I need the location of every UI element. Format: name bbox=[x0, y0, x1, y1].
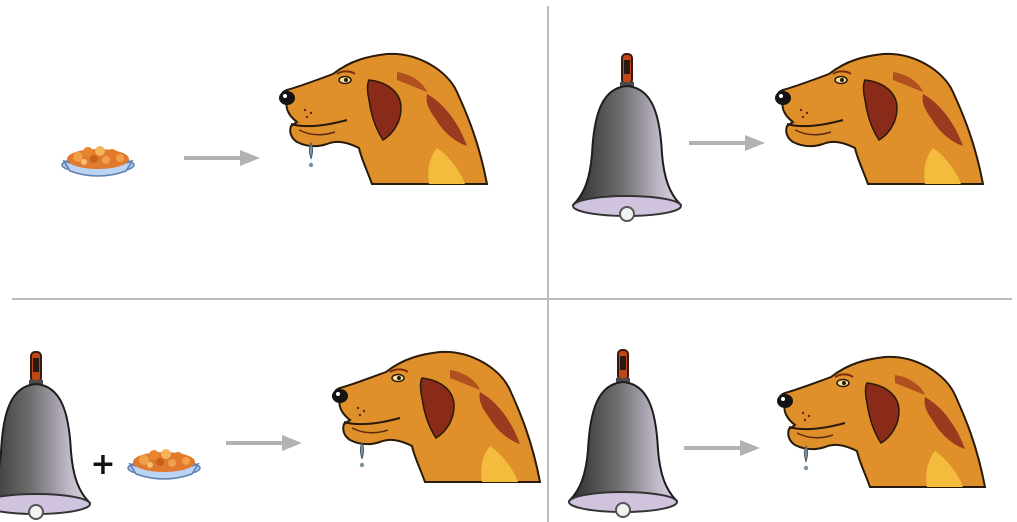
bell-icon bbox=[568, 349, 678, 518]
arrow-icon bbox=[689, 135, 765, 151]
arrow-icon bbox=[226, 435, 302, 451]
food-bowl-icon bbox=[127, 448, 201, 480]
bell-icon bbox=[0, 351, 91, 520]
arrow-icon bbox=[184, 150, 260, 166]
food-bowl-icon bbox=[61, 145, 135, 177]
panel-neutral-stimulus bbox=[572, 52, 984, 222]
saliva-drip-icon bbox=[359, 442, 365, 468]
saliva-drip-icon bbox=[308, 142, 314, 168]
bell-icon bbox=[572, 53, 682, 222]
dog-head-icon bbox=[331, 350, 541, 483]
panel-unconditioned-response bbox=[61, 52, 488, 186]
arrow-icon bbox=[684, 440, 760, 456]
dog-head-icon bbox=[776, 355, 986, 488]
saliva-drip-icon bbox=[803, 445, 809, 471]
plus-icon: + bbox=[90, 447, 115, 482]
panel-conditioned-response bbox=[568, 349, 986, 518]
dog-head-icon bbox=[774, 52, 984, 186]
panel-conditioning: + bbox=[0, 350, 541, 520]
